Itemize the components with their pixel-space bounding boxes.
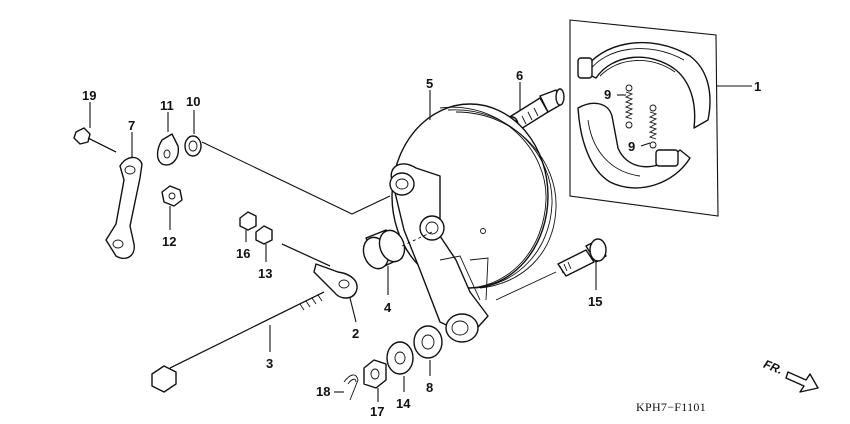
callout-18: 18	[316, 384, 330, 399]
callout-19: 19	[82, 88, 96, 103]
cotter-pin-18	[334, 374, 359, 401]
callout-13: 13	[258, 266, 272, 281]
callout-12: 12	[162, 234, 176, 249]
nut-13	[255, 225, 273, 262]
callout-9-lower: 9	[628, 139, 635, 154]
collar	[362, 229, 433, 295]
callout-16: 16	[236, 246, 250, 261]
washer-8	[413, 325, 443, 376]
callout-17: 17	[370, 404, 384, 419]
callout-1: 1	[754, 79, 761, 94]
callout-14: 14	[396, 396, 411, 411]
callout-8: 8	[426, 380, 433, 395]
seal-washer	[184, 110, 391, 215]
callout-3: 3	[266, 356, 273, 371]
spring-upper	[624, 84, 634, 129]
callout-5: 5	[426, 76, 433, 91]
nut-12	[161, 185, 183, 230]
brake-arm	[105, 132, 143, 260]
bolt-15	[495, 238, 607, 301]
brake-panel	[389, 90, 557, 343]
front-direction-label: FR.	[762, 357, 785, 377]
front-direction-arrow-icon	[785, 371, 819, 393]
spring-lower	[648, 104, 658, 149]
bolt-19	[73, 102, 117, 153]
callout-7: 7	[128, 118, 135, 133]
stopper-pin-and-plate	[281, 243, 358, 323]
washer-14	[386, 341, 414, 392]
axle-nut-17	[363, 359, 387, 402]
callout-9-upper: 9	[604, 87, 611, 102]
brake-shoe-assembly	[569, 19, 752, 217]
callout-10: 10	[186, 94, 200, 109]
diagram-code: KPH7−F1101	[636, 400, 706, 414]
callout-11: 11	[160, 98, 174, 113]
callout-4: 4	[384, 300, 392, 315]
callout-2: 2	[352, 326, 359, 341]
wear-indicator-plate	[156, 112, 179, 166]
callout-15: 15	[588, 294, 602, 309]
nut-16	[239, 211, 257, 242]
callout-6: 6	[516, 68, 523, 83]
axle	[151, 291, 325, 393]
